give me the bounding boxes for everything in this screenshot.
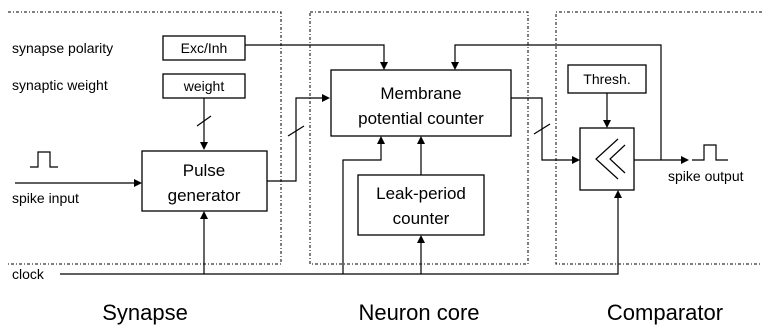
arrowhead [417,136,425,144]
input-pulse-icon [30,151,58,168]
membrane-potential-counter-box [330,69,512,137]
arrowhead [681,156,689,164]
comparator-symbol [595,138,619,180]
leak-period-counter-box [357,174,485,236]
arrowhead [603,120,611,128]
exc-inh-box [162,35,246,61]
arrowhead [322,94,330,102]
arrowhead [200,211,208,219]
clock-wire [60,196,619,275]
arrowhead [417,235,425,243]
neuron-core-section-frame [309,11,529,265]
comparator-section-title: Comparator [607,300,723,325]
arrowhead [380,62,388,70]
comparator-box [579,127,635,191]
threshold-box [567,64,647,94]
membrane-label-line1: Membrane [380,84,461,103]
pulse-generator-label-line2: generator [168,186,241,205]
threshold-label: Thresh. [583,71,630,87]
leak-label-line2: counter [393,209,450,228]
comparator-section-frame [555,11,762,265]
pulse-bus [267,97,324,182]
arrowhead [134,179,142,187]
weight-label: weight [183,78,225,94]
exc-inh-label: Exc/Inh [181,40,228,56]
spike-input-label: spike input [12,190,79,206]
clock-label: clock [12,266,45,282]
spike-output-label: spike output [668,168,744,184]
reset-feedback-wire [454,44,662,160]
weight-box [162,73,246,99]
arrowhead [200,142,208,150]
membrane-label-line2: potential counter [358,109,484,128]
synaptic-weight-label: synaptic weight [12,77,108,93]
synapse-section-frame [8,11,282,265]
synapse-polarity-label: synapse polarity [12,40,113,56]
arrowhead [614,190,622,198]
arrowhead [451,62,459,70]
bus-slash [196,115,212,127]
polarity-wire [245,44,385,64]
neuron-core-section-title: Neuron core [358,300,479,325]
pulse-generator-label-line1: Pulse [183,161,226,180]
synapse-section-title: Synapse [102,300,188,325]
pulse-generator-box [141,150,268,212]
arrowhead [572,156,580,164]
bus-slash [533,123,551,135]
leak-label-line1: Leak-period [376,184,466,203]
comparator-symbol-inner [609,144,626,174]
bus-slash [287,125,305,137]
clock-to-membrane-wire [342,142,382,274]
arrowhead [377,136,385,144]
output-pulse-icon [692,144,728,161]
